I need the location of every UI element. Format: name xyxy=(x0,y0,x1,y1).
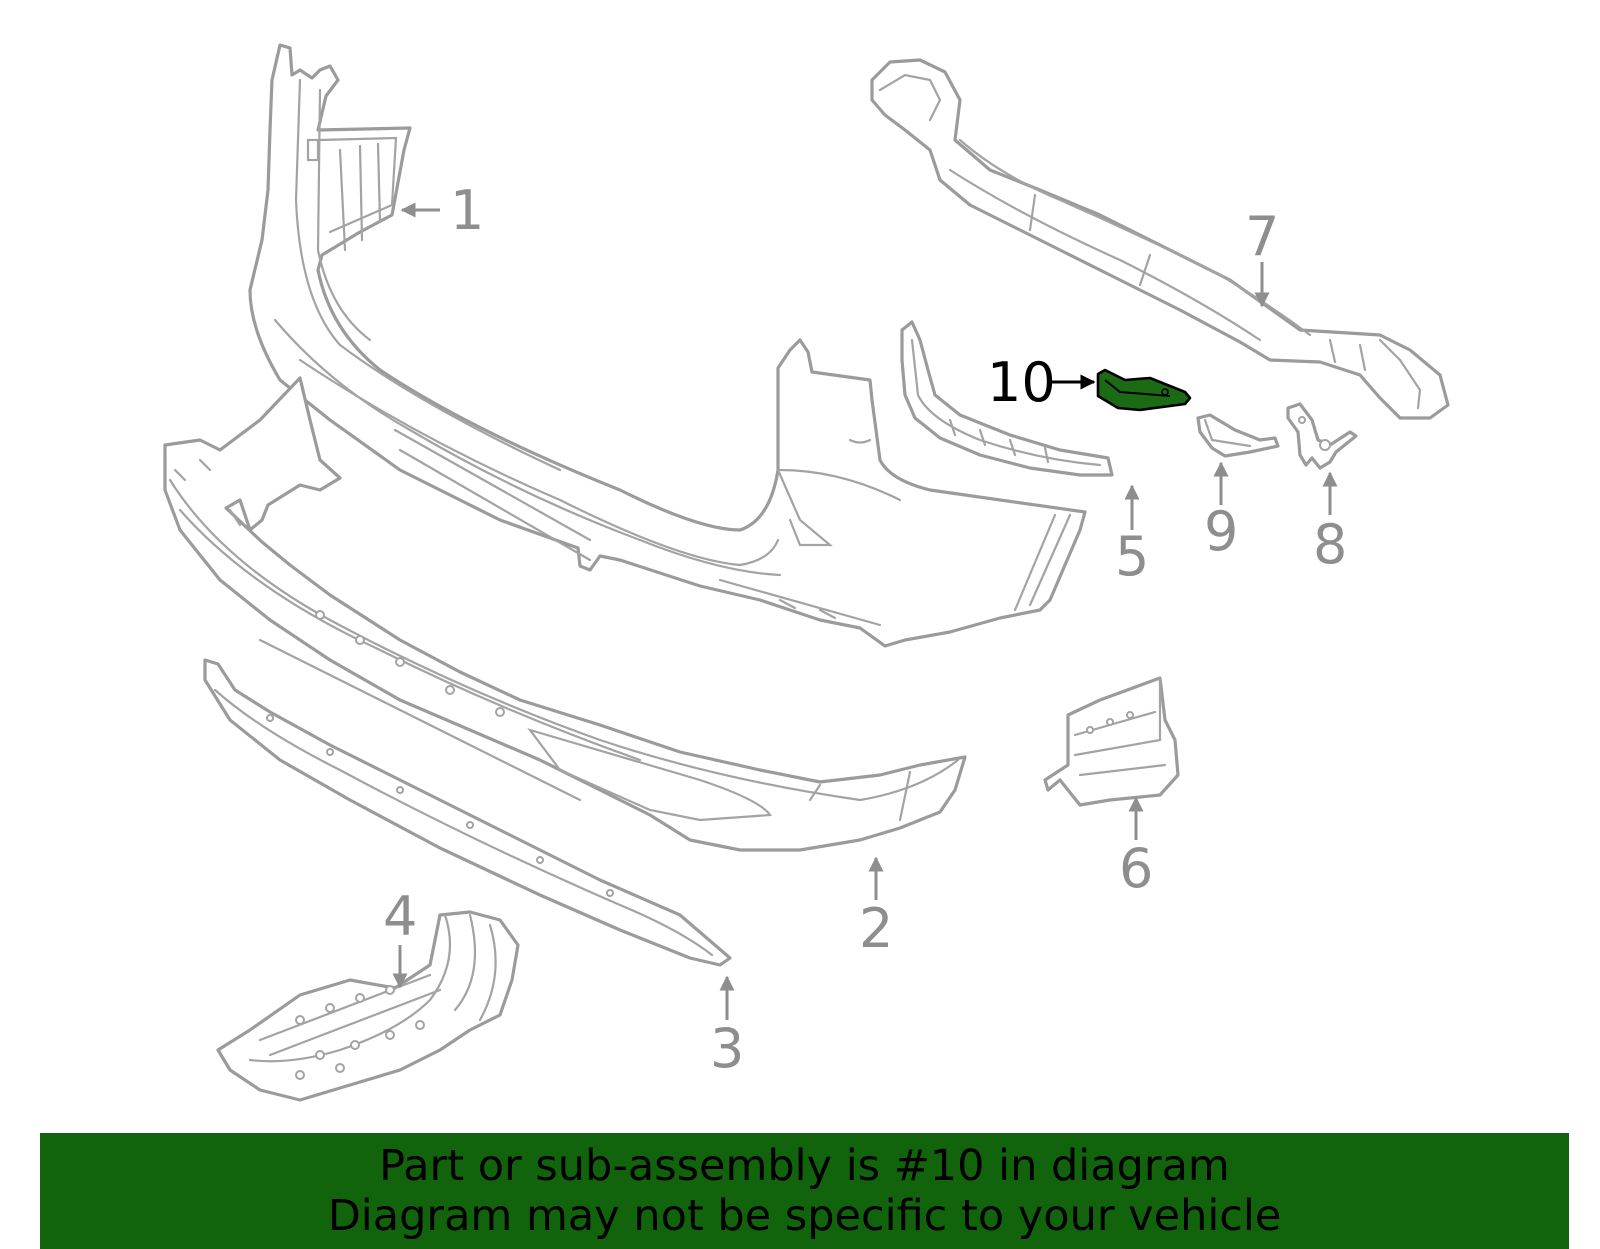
part-2-lower-cover xyxy=(163,376,967,852)
part-6-corner-bracket xyxy=(1043,676,1180,807)
callout-3[interactable]: 3 xyxy=(710,975,744,1080)
callout-2[interactable]: 2 xyxy=(859,856,893,960)
callout-number: 3 xyxy=(710,1017,744,1080)
banner-line-2: Diagram may not be specific to your vehi… xyxy=(327,1191,1282,1241)
part-4-skid-plate xyxy=(216,910,520,1102)
callout-number: 9 xyxy=(1204,500,1238,563)
callout-number: 7 xyxy=(1245,205,1279,268)
callout-number: 5 xyxy=(1115,525,1149,588)
part-5-side-bracket xyxy=(900,320,1114,477)
callout-4[interactable]: 4 xyxy=(383,885,417,989)
part-8-small-bracket xyxy=(1286,402,1358,470)
part-1-bumper-cover xyxy=(248,43,1087,648)
callout-6[interactable]: 6 xyxy=(1119,796,1153,900)
callout-number: 4 xyxy=(383,885,417,948)
part-3-trim-strip xyxy=(203,658,732,967)
callout-5[interactable]: 5 xyxy=(1115,484,1149,588)
callout-number: 2 xyxy=(859,897,893,960)
callout-10[interactable]: 10 xyxy=(987,351,1096,414)
callout-number: 8 xyxy=(1313,513,1347,576)
part-7-reinforcement-beam xyxy=(870,58,1450,420)
info-banner: Part or sub-assembly is #10 in diagram D… xyxy=(40,1133,1569,1249)
callout-8[interactable]: 8 xyxy=(1313,471,1347,576)
callout-9[interactable]: 9 xyxy=(1204,461,1238,563)
callout-7[interactable]: 7 xyxy=(1245,205,1279,308)
part-10-shape xyxy=(1096,368,1192,412)
callout-number: 6 xyxy=(1119,837,1153,900)
callout-1[interactable]: 1 xyxy=(400,179,484,242)
callout-number: 1 xyxy=(450,179,484,242)
callout-number: 10 xyxy=(987,351,1056,414)
part-9-small-bracket xyxy=(1196,413,1280,458)
banner-line-1: Part or sub-assembly is #10 in diagram xyxy=(379,1141,1230,1191)
part-10-highlighted-bracket xyxy=(1096,368,1192,412)
